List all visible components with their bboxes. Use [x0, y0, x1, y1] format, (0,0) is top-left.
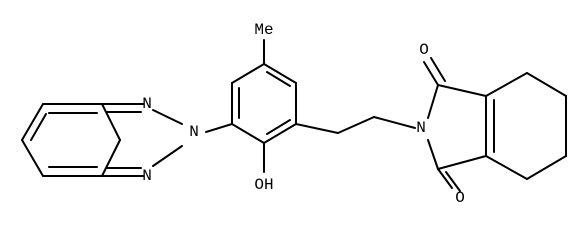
oxygen-lower-label: O	[455, 189, 465, 207]
bond	[337, 116, 375, 134]
bond	[437, 155, 487, 170]
oxygen-upper-label: O	[419, 41, 429, 59]
bond	[266, 71, 291, 87]
bond	[101, 103, 121, 141]
bond	[437, 84, 487, 97]
bond	[30, 113, 47, 141]
molecule-drawing: N N N OH Me O N O	[21, 21, 567, 207]
bond	[423, 61, 439, 86]
bond	[430, 57, 446, 82]
bond	[231, 63, 265, 84]
bond	[295, 123, 339, 134]
bond	[263, 63, 297, 84]
bond	[445, 171, 461, 192]
nitrogen-center-label: N	[189, 123, 199, 141]
bond	[526, 155, 567, 180]
methyl-label: Me	[254, 21, 273, 39]
bond	[485, 155, 528, 180]
bond	[21, 139, 44, 177]
bond	[526, 72, 567, 97]
bond-layer	[21, 39, 567, 192]
bond	[373, 116, 416, 129]
bond	[437, 168, 453, 189]
nitrogen-lower-label: N	[142, 167, 152, 185]
bond	[485, 72, 528, 97]
bond	[427, 139, 439, 170]
imide-nitrogen-label: N	[416, 119, 426, 137]
structure-diagram: N N N OH Me O N O	[21, 21, 567, 207]
atom-label-layer: N N N OH Me O N O	[142, 21, 465, 207]
nitrogen-upper-label: N	[142, 95, 152, 113]
hydroxyl-label: OH	[254, 176, 273, 194]
bond	[101, 139, 121, 177]
bond	[231, 123, 265, 144]
bond	[152, 109, 183, 125]
bond	[205, 123, 233, 133]
bond	[21, 103, 44, 141]
bond	[427, 84, 439, 119]
bond	[263, 123, 297, 144]
bond	[266, 119, 291, 135]
bond	[152, 145, 183, 167]
